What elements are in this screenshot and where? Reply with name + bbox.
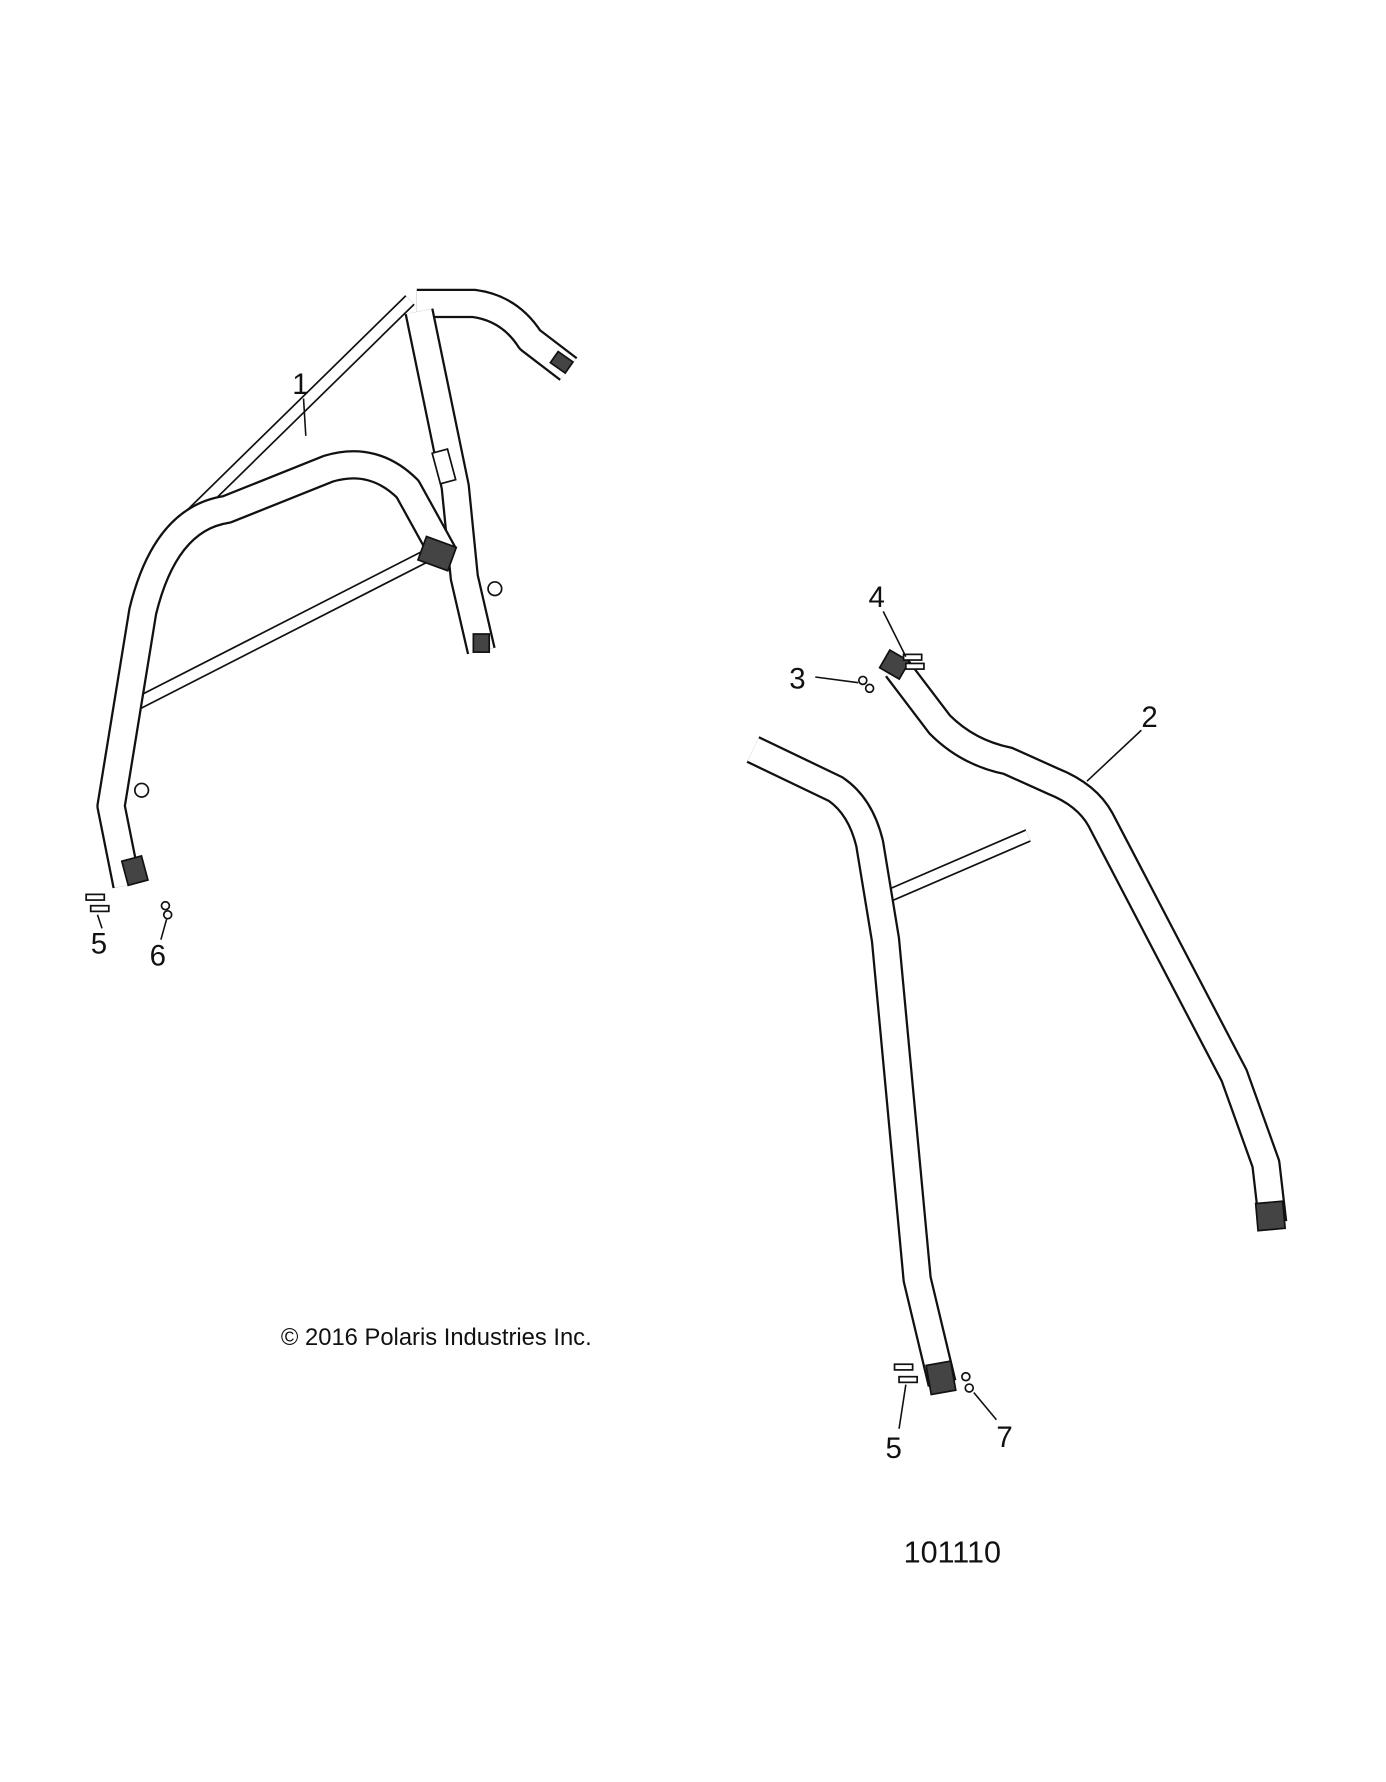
callout-2: 2 (1141, 701, 1157, 734)
callout-5-rear: 5 (885, 1432, 901, 1465)
figure-number: 101110 (904, 1535, 1001, 1569)
callout-4: 4 (868, 581, 884, 614)
callout-1: 1 (292, 368, 308, 401)
leader-lines (96, 398, 1142, 1429)
callout-3: 3 (789, 662, 805, 695)
rear-cab-frame (746, 648, 1288, 1396)
copyright-notice: © 2016 Polaris Industries Inc. (281, 1324, 592, 1351)
callout-6: 6 (150, 940, 166, 973)
callout-5-front: 5 (91, 927, 107, 960)
hardware (85, 653, 975, 1393)
front-cab-frame (96, 288, 578, 889)
callout-7: 7 (996, 1421, 1012, 1454)
